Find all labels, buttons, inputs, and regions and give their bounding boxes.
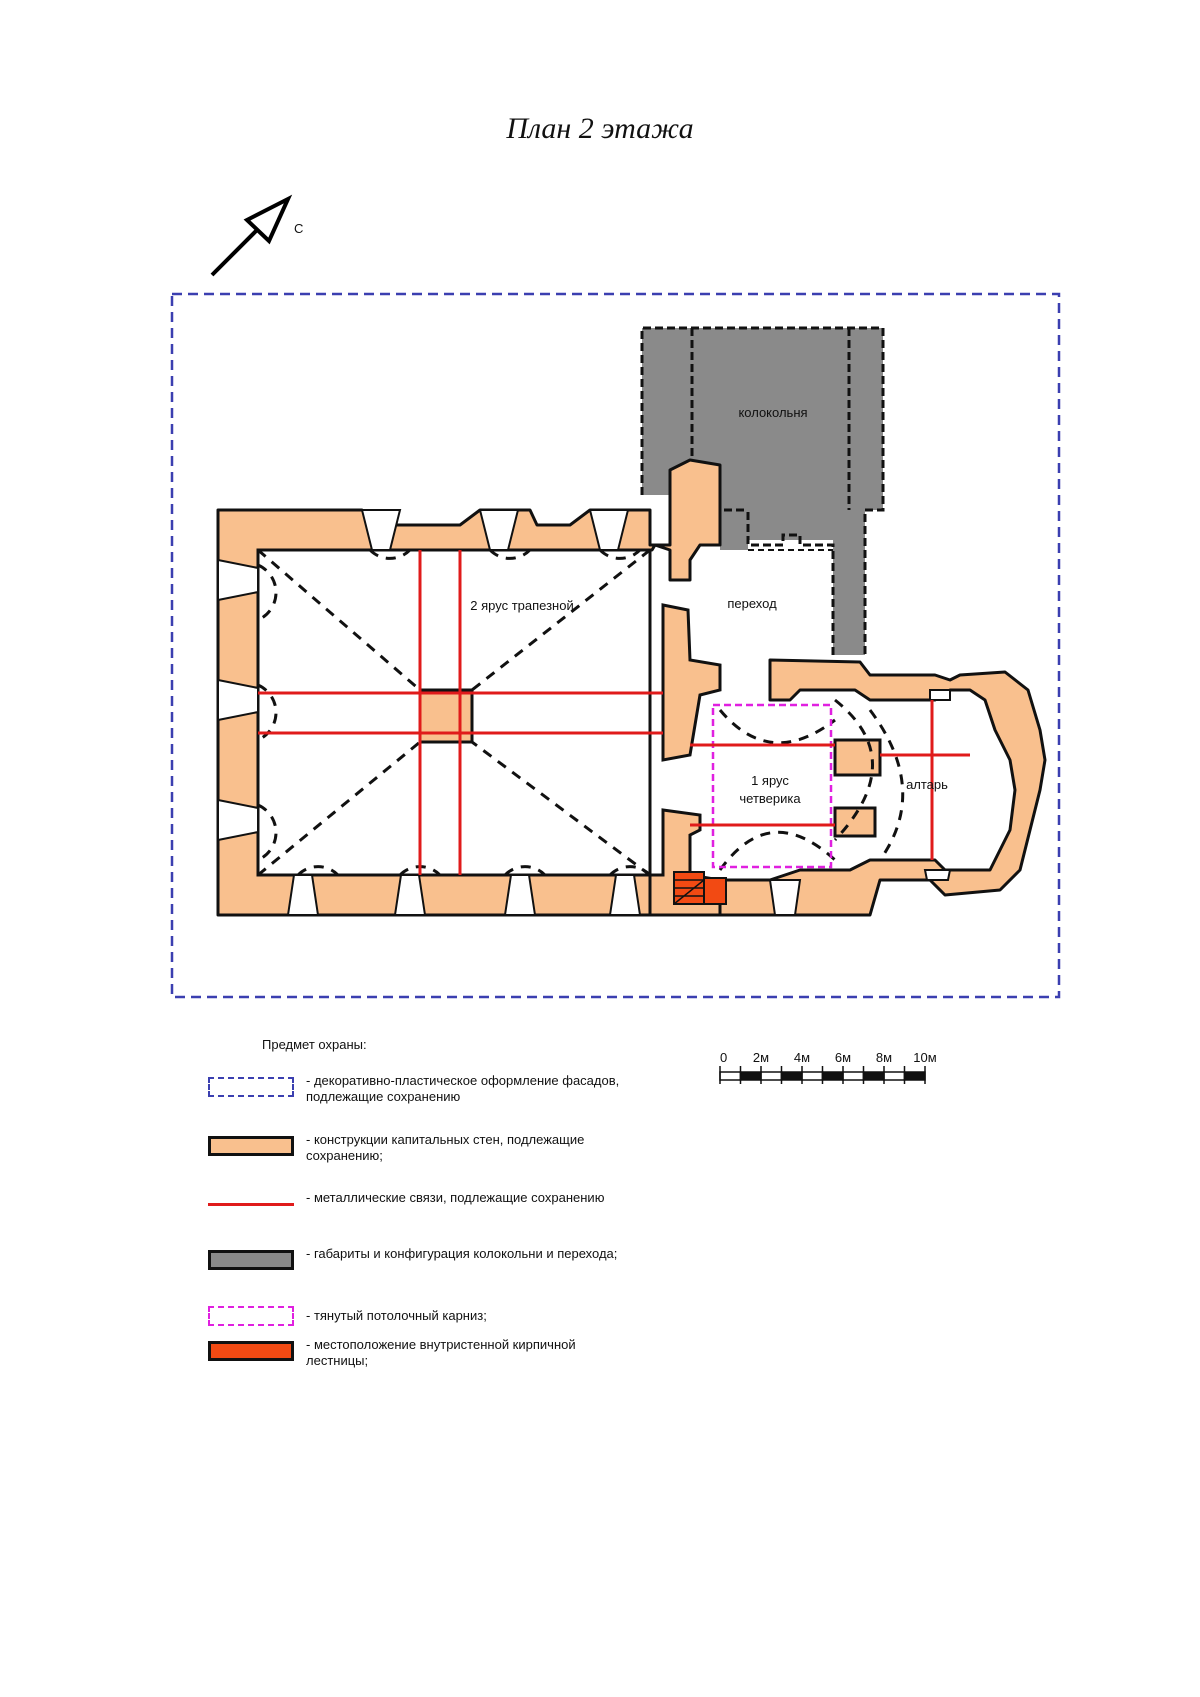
partition-wall xyxy=(661,603,722,762)
scale-bar: 0 2м 4м 6м 8м 10м xyxy=(716,1050,956,1090)
legend-item-bell-tower: - габариты и конфигурация колокольни и п… xyxy=(208,1246,628,1290)
scale-segment xyxy=(842,1071,865,1081)
legend-text-walls: - конструкции капитальных стен, подлежащ… xyxy=(306,1132,585,1163)
quadrangle-label-line2: четверика xyxy=(739,791,801,806)
legend-swatch-staircase xyxy=(208,1341,294,1361)
legend-text-facade: - декоративно-пластическое оформление фа… xyxy=(306,1073,620,1104)
scale-segment xyxy=(903,1071,926,1081)
vault-lines xyxy=(257,548,905,877)
legend-text-staircase: - местоположение внутристенной кирпичной… xyxy=(306,1337,576,1368)
legend-text-metal-ties: - металлические связи, подлежащие сохран… xyxy=(306,1190,605,1205)
refectory-label: 2 ярус трапезной xyxy=(470,598,573,613)
legend-text-cornice: - тянутый потолочный карниз; xyxy=(306,1308,487,1323)
scale-tick-label: 8м xyxy=(876,1050,892,1065)
scale-segment xyxy=(821,1071,844,1081)
refectory-walls xyxy=(216,458,722,917)
legend-text-bell-tower: - габариты и конфигурация колокольни и п… xyxy=(306,1246,618,1261)
legend-item-staircase: - местоположение внутристенной кирпичной… xyxy=(208,1337,628,1381)
scale-tick-label: 6м xyxy=(835,1050,851,1065)
scale-tick-label: 2м xyxy=(753,1050,769,1065)
legend-swatch-facade xyxy=(208,1077,294,1097)
legend-item-facade: - декоративно-пластическое оформление фа… xyxy=(208,1073,628,1117)
legend-item-walls: - конструкции капитальных стен, подлежащ… xyxy=(208,1132,628,1176)
altar-label: алтарь xyxy=(906,777,948,792)
scale-segment xyxy=(719,1071,742,1081)
quadrangle-label-line1: 1 ярус xyxy=(751,773,789,788)
scale-segment xyxy=(760,1071,783,1081)
bell-tower-label: колокольня xyxy=(738,405,807,420)
scale-segment xyxy=(801,1071,824,1081)
legend-swatch-metal-ties xyxy=(208,1203,294,1206)
legend-swatch-cornice xyxy=(208,1306,294,1326)
page-title: План 2 этажа xyxy=(506,112,694,145)
north-marker: С xyxy=(294,221,303,236)
legend-swatch-bell-tower xyxy=(208,1250,294,1270)
scale-tick-label: 10м xyxy=(913,1050,936,1065)
legend-heading: Предмет охраны: xyxy=(262,1037,367,1052)
scale-segment xyxy=(883,1071,906,1081)
passage-label: переход xyxy=(727,596,777,611)
facade-boundary xyxy=(170,292,1061,999)
scale-tick-label: 4м xyxy=(794,1050,810,1065)
metal-ties xyxy=(258,550,970,875)
ceiling-cornice xyxy=(711,703,833,869)
scale-segment xyxy=(780,1071,803,1081)
legend-swatch-walls xyxy=(208,1136,294,1156)
legend-item-metal-ties: - металлические связи, подлежащие сохран… xyxy=(208,1190,628,1234)
north-arrow-icon xyxy=(210,194,293,277)
scale-segment xyxy=(739,1071,762,1081)
quadrangle-walls xyxy=(718,658,1047,917)
scale-segment xyxy=(862,1071,885,1081)
legend-item-cornice: - тянутый потолочный карниз; xyxy=(208,1302,628,1346)
staircase xyxy=(673,871,727,905)
scale-tick-label: 0 xyxy=(720,1050,727,1065)
